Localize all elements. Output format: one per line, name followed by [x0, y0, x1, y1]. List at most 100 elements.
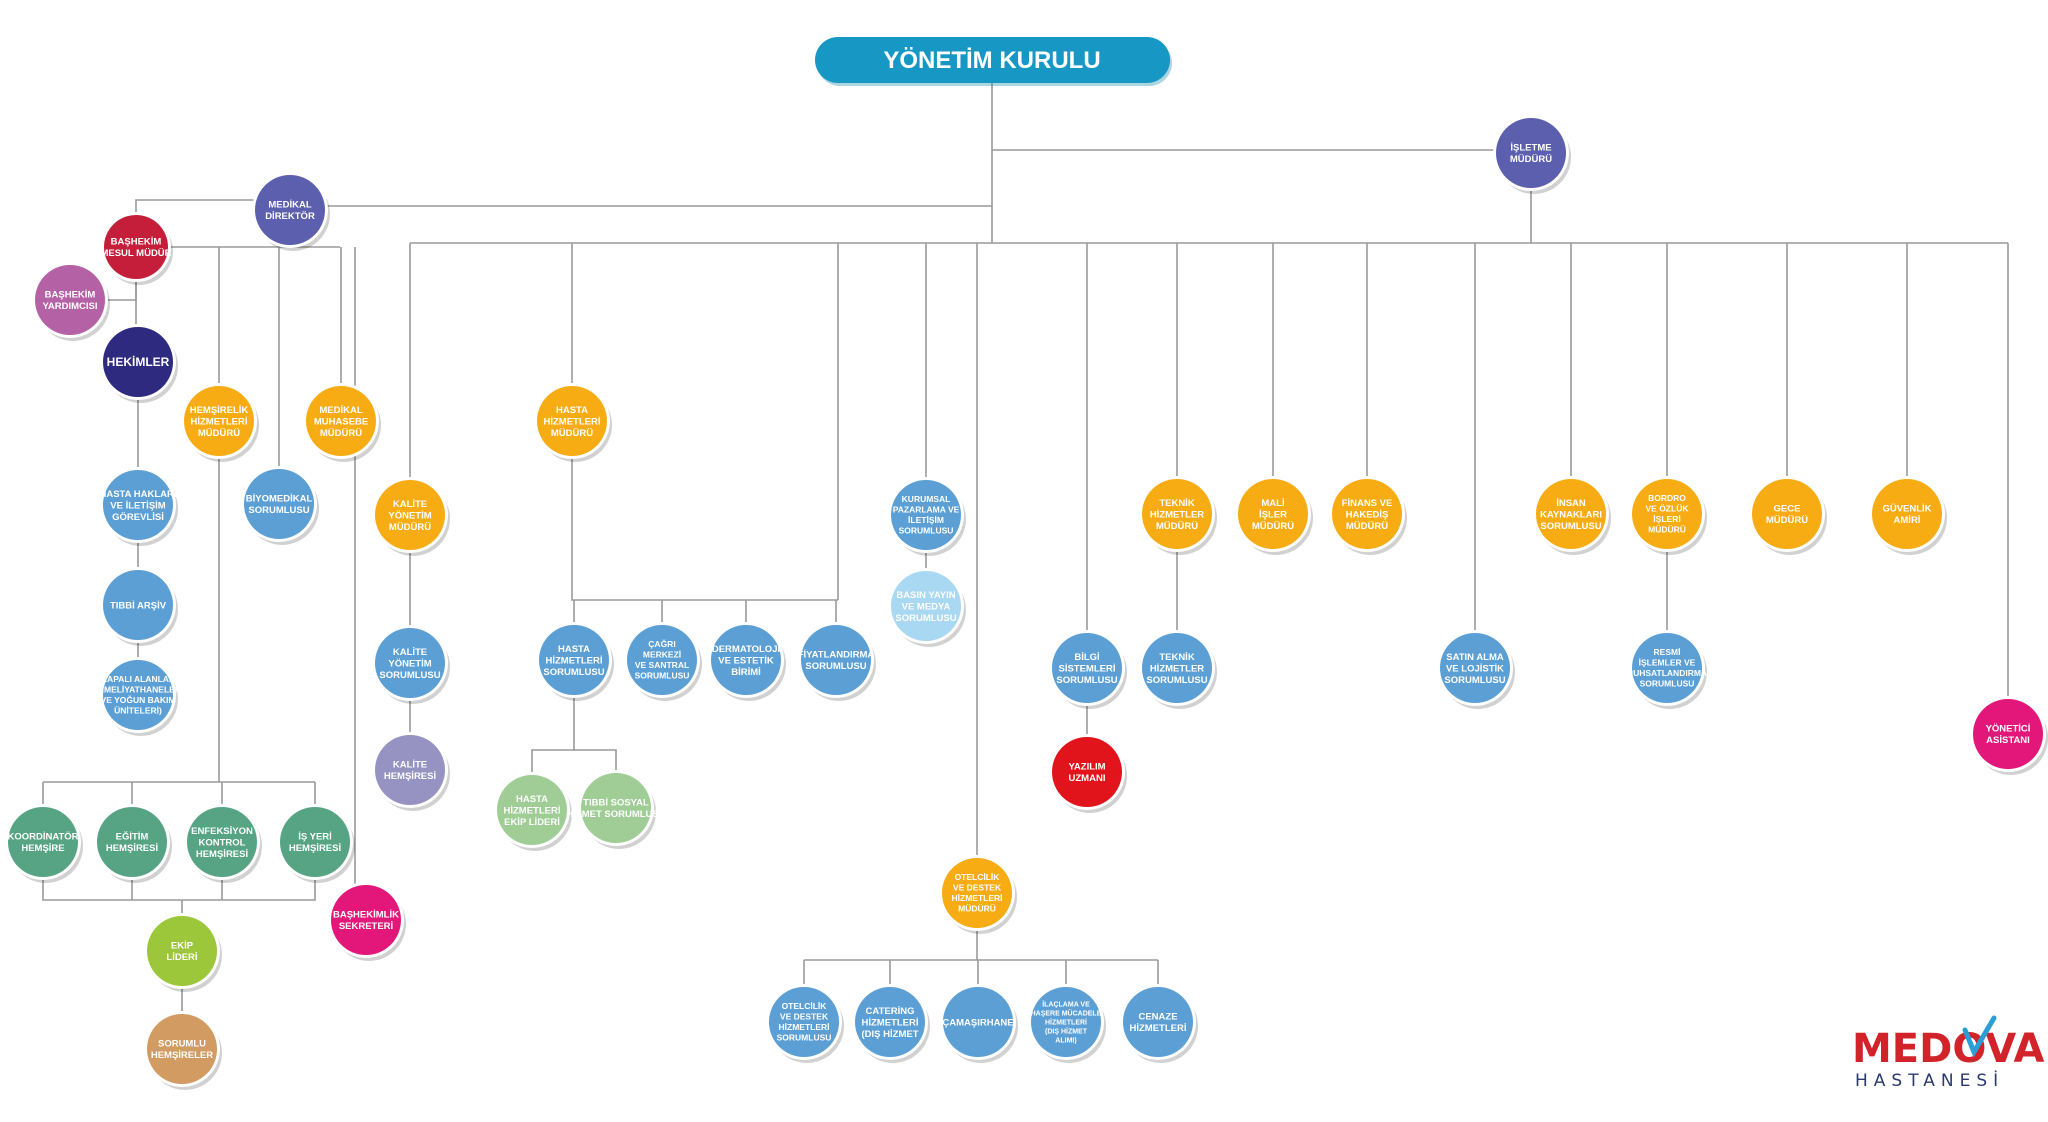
node-label: DİREKTÖR: [265, 211, 315, 222]
node-label: BAŞHEKİM: [45, 290, 96, 301]
node-circle: [147, 916, 217, 986]
node-label: SATIN ALMA: [1446, 652, 1504, 663]
node-circle: [1440, 633, 1510, 703]
node-label: SORUMLUSU: [1640, 679, 1695, 689]
node-label: OTELCİLİK: [955, 872, 1001, 882]
node-label: ALIMI): [1055, 1037, 1076, 1044]
node-circle: [891, 571, 961, 641]
node-label: HİZMETLER: [1150, 509, 1204, 520]
node-label: İŞLER: [1259, 509, 1287, 520]
node-label: TEKNİK: [1159, 498, 1195, 509]
node-circle: [1496, 118, 1566, 188]
node-label: HEKİMLER: [107, 354, 170, 369]
node-circle: [184, 386, 254, 456]
node-circle: [331, 885, 401, 955]
connector-line: [42, 877, 316, 901]
node-label: HEMŞİRESİ: [384, 771, 436, 782]
node-label: VE DESTEK: [780, 1012, 829, 1022]
node-circle: [943, 987, 1013, 1057]
node-label: ÜNİTELERİ): [114, 706, 162, 716]
node-label: SORUMLU: [158, 1039, 206, 1050]
nodes: İŞLETMEMÜDÜRÜMEDİKALDİREKTÖRBAŞHEKİMMESU…: [5, 115, 2046, 1087]
node-label: CENAZE: [1138, 1012, 1177, 1023]
node-circle: [103, 660, 173, 730]
node-label: YÖNETİM: [388, 658, 431, 669]
node-label: GÜVENLİK: [1882, 504, 1931, 515]
node-label: HİZMETLERİ: [779, 1022, 830, 1032]
node-circle: [375, 480, 445, 550]
node-label: TEKNİK: [1159, 652, 1195, 663]
node-label: HASTA: [516, 794, 548, 805]
node-label: KALİTE: [393, 499, 427, 510]
logo-check-mark: [1962, 1015, 1997, 1058]
node-label: MEDİKAL: [268, 200, 311, 211]
node-label: MÜDÜRÜ: [389, 522, 431, 533]
node-label: BAŞHEKİMLİK: [333, 910, 399, 921]
node-label: OTELCİLİK: [782, 1001, 828, 1011]
node-circle: [1973, 699, 2043, 769]
node-label: SORUMLUSU: [899, 526, 954, 536]
node-circle: [537, 386, 607, 456]
node-label: HİZMETLERİ: [1045, 1018, 1087, 1026]
connector-line: [531, 695, 575, 775]
node-label: GECE: [1774, 504, 1801, 515]
node-label: LİDERİ: [166, 952, 197, 963]
node-circle: [1052, 737, 1122, 807]
node-circle: [627, 625, 697, 695]
node-tibbiarsiv: TIBBİ ARŞİV: [100, 567, 176, 643]
connector-lines: [42, 83, 2009, 1014]
node-circle: [103, 470, 173, 540]
connector-line: [135, 199, 256, 215]
node-label: (AMELİYATHANELER: [95, 685, 181, 695]
node-shadows: [9, 120, 2048, 1090]
node-label: VE LOJİSTİK: [1446, 663, 1504, 674]
node-label: KOORDİNATÖR: [7, 832, 78, 843]
node-label: KURUMSAL: [902, 494, 951, 504]
node-circle: [8, 807, 78, 877]
node-label: AMİRİ: [1894, 515, 1921, 526]
node-label: VE İLETİŞİM: [110, 500, 166, 511]
node-circle: [1632, 479, 1702, 549]
node-circle: [97, 807, 167, 877]
node-label: UZMANI: [1069, 773, 1106, 784]
node-circle: [103, 570, 173, 640]
node-label: SORUMLUSU: [1444, 675, 1505, 686]
node-label: DERMATOLOJİ: [712, 644, 780, 655]
node-circle: [497, 775, 567, 845]
node-label: İŞLETME: [1510, 143, 1551, 154]
node-label: ENFEKSİYON: [191, 826, 253, 837]
node-label: MEDİKAL: [319, 405, 362, 416]
node-label: ÇAĞRI: [648, 638, 675, 649]
node-label: SORUMLUSU: [1056, 675, 1117, 686]
node-circle: [711, 625, 781, 695]
node-label: MERKEZİ: [643, 650, 681, 660]
node-label: HİZMETLER: [1150, 663, 1204, 674]
node-label: MUHASEBE: [314, 416, 368, 427]
node-label: EĞİTİM: [116, 831, 149, 843]
node-label: BİYOMEDİKAL: [246, 494, 313, 505]
node-label: CATERİNG: [866, 1006, 915, 1017]
node-label: VE SANTRAL: [635, 660, 689, 670]
node-label: YARDIMCISI: [42, 301, 97, 312]
node-label: MÜDÜRÜ: [1648, 525, 1686, 535]
